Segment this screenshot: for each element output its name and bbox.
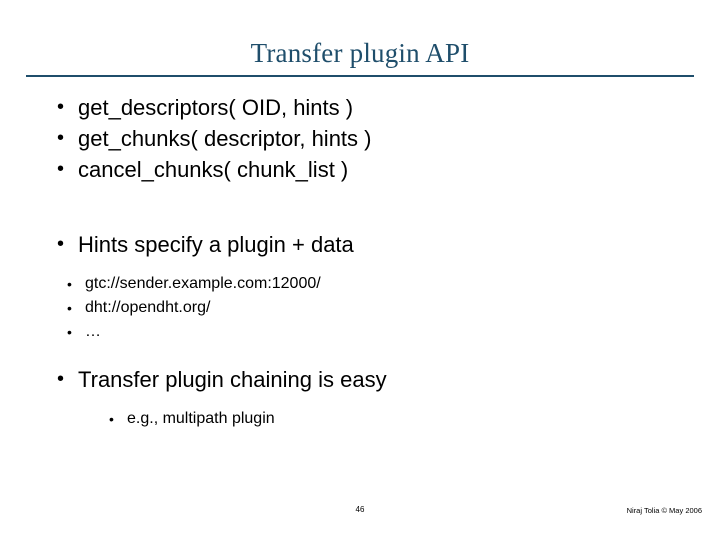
list-item-label: cancel_chunks( chunk_list ) [78, 157, 349, 182]
list-item: • cancel_chunks( chunk_list ) [30, 154, 690, 185]
bullet-icon: • [109, 411, 114, 427]
title-divider [26, 75, 694, 77]
list-item-label: Hints specify a plugin + data [78, 232, 354, 257]
page-title: Transfer plugin API [250, 38, 470, 68]
list-item: • get_chunks( descriptor, hints ) [30, 123, 690, 154]
list-item: • … [30, 320, 690, 344]
spacer [30, 395, 690, 405]
list-item-label: gtc://sender.example.com:12000/ [85, 275, 321, 292]
list-item-label: get_chunks( descriptor, hints ) [78, 126, 372, 151]
list-item: • e.g., multipath plugin [72, 407, 690, 431]
list-item-label: e.g., multipath plugin [127, 410, 275, 427]
bullet-icon: • [57, 368, 65, 390]
bullet-icon: • [57, 96, 65, 118]
list-item-label: Transfer plugin chaining is easy [78, 367, 387, 392]
bullet-icon: • [67, 324, 72, 340]
list-item-label: get_descriptors( OID, hints ) [78, 95, 354, 120]
list-item: • Hints specify a plugin + data [30, 229, 690, 260]
chaining-list: • Transfer plugin chaining is easy [30, 364, 690, 395]
bullet-icon: • [57, 233, 65, 255]
hints-examples-list: • gtc://sender.example.com:12000/ • dht:… [30, 272, 690, 344]
spacer [30, 344, 690, 364]
list-item: • gtc://sender.example.com:12000/ [30, 272, 690, 296]
bullet-icon: • [57, 127, 65, 149]
page-number: 46 [355, 505, 365, 514]
bullet-icon: • [57, 158, 65, 180]
list-item: • Transfer plugin chaining is easy [30, 364, 690, 395]
footer-credit: Niraj Tolia © May 2006 [626, 506, 702, 515]
bullet-icon: • [67, 300, 72, 316]
list-item-label: dht://opendht.org/ [85, 299, 211, 316]
hints-list: • Hints specify a plugin + data [30, 229, 690, 260]
bullet-icon: • [67, 276, 72, 292]
list-item: • dht://opendht.org/ [30, 296, 690, 320]
list-item-label: … [85, 323, 101, 340]
chaining-examples-list: • e.g., multipath plugin [30, 407, 690, 431]
spacer [30, 260, 690, 270]
spacer [30, 185, 690, 229]
slide-body: • get_descriptors( OID, hints ) • get_ch… [30, 92, 690, 431]
list-item: • get_descriptors( OID, hints ) [30, 92, 690, 123]
api-list: • get_descriptors( OID, hints ) • get_ch… [30, 92, 690, 185]
